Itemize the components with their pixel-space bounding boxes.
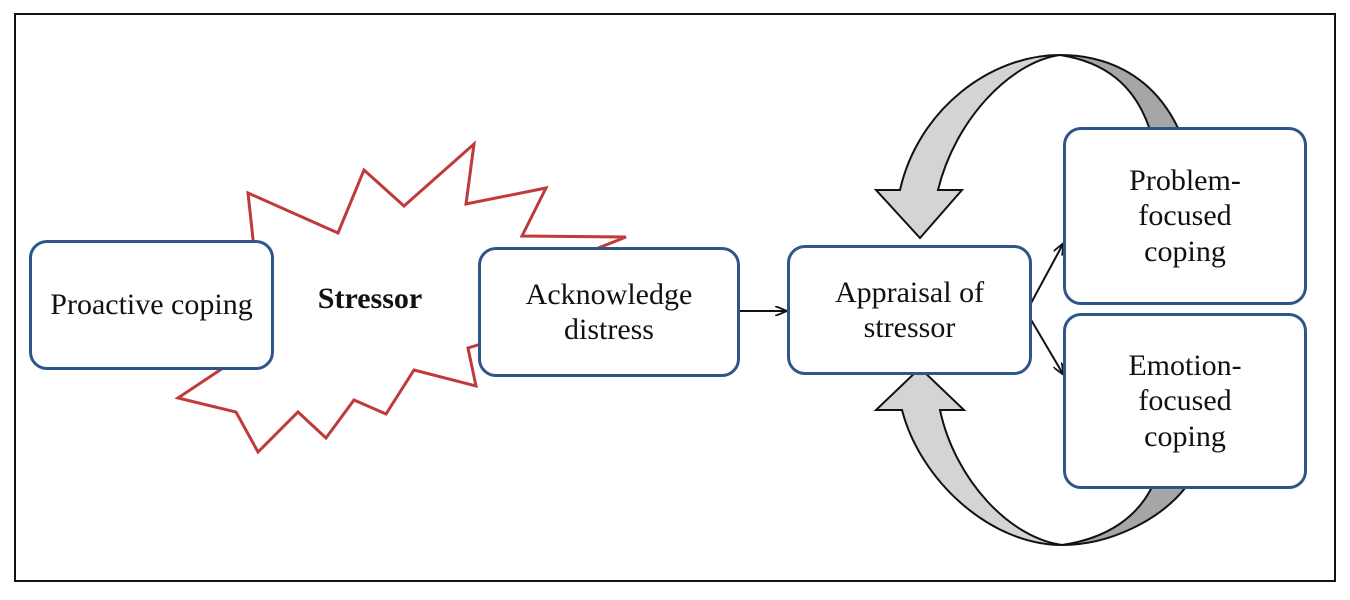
problem-focused-coping-node: Problem-focused coping xyxy=(1063,127,1307,305)
emotion-focused-coping-node: Emotion-focused coping xyxy=(1063,313,1307,489)
arrow-appraisal-to-problem xyxy=(1029,244,1063,306)
appraisal-of-stressor-label: Appraisal of stressor xyxy=(834,275,985,344)
lower-loop-arrow xyxy=(873,366,1189,546)
proactive-coping-label: Proactive coping xyxy=(50,288,253,322)
upper-loop-arrow-shade xyxy=(1059,54,1180,132)
stressor-burst-shape xyxy=(174,140,627,455)
proactive-coping-node: Proactive coping xyxy=(29,240,274,370)
emotion-focused-coping-label: Emotion-focused coping xyxy=(1128,348,1242,453)
acknowledge-distress-node: Acknowledge distress xyxy=(478,247,740,377)
acknowledge-distress-label: Acknowledge distress xyxy=(525,277,693,346)
appraisal-of-stressor-node: Appraisal of stressor xyxy=(787,245,1032,375)
upper-loop-arrow xyxy=(873,54,1180,240)
lower-loop-arrow-shade xyxy=(1061,486,1189,546)
lower-loop-arrow-body xyxy=(873,366,1063,546)
upper-loop-arrow-body xyxy=(873,54,1061,240)
stressor-label: Stressor xyxy=(317,282,423,315)
arrow-appraisal-to-emotion xyxy=(1029,317,1063,374)
problem-focused-coping-label: Problem-focused coping xyxy=(1129,163,1241,268)
